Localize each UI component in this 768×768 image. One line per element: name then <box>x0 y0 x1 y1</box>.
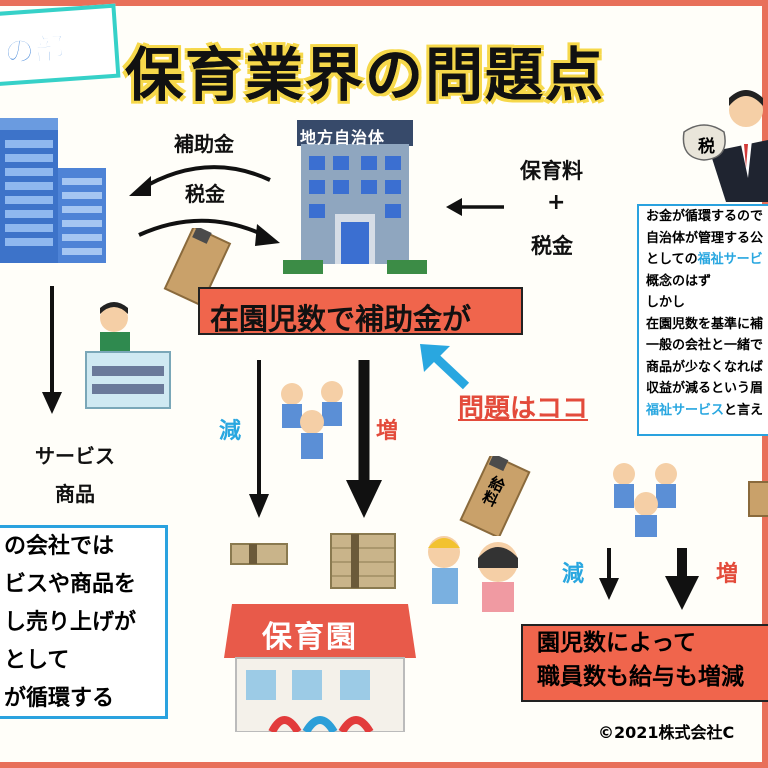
company-explanation-line: ビスや商品を <box>0 566 165 604</box>
large-money-stack-icon <box>327 530 399 592</box>
staff-salary-box: 園児数によって 職員数も給与も増減 <box>521 624 768 702</box>
page-title: 保育業界の問題点 <box>125 28 605 112</box>
right-decrease-label: 減 <box>562 556 584 588</box>
welfare-explanation-line: しかし <box>639 292 768 314</box>
subsidy-highlight-box: 在園児数で補助金が <box>198 287 523 335</box>
copyright-text: ©2021株式会社C <box>598 719 734 743</box>
tax-bag-label: 税 <box>698 132 715 157</box>
problem-label: 問題はココ <box>458 388 588 425</box>
service-line-1: サービス <box>35 440 115 469</box>
center-thin-arrow <box>248 358 270 520</box>
welfare-explanation-line: としての福祉サービ <box>639 249 768 271</box>
staff-salary-line: 職員数も給与も増減 <box>523 660 768 694</box>
tax-arrowhead <box>255 224 280 246</box>
welfare-explanation-line: 収益が減るという眉 <box>639 378 768 400</box>
fee-line-2: + <box>547 190 565 215</box>
right-envelope-icon <box>745 478 768 518</box>
welfare-explanation-box: お金が循環するので自治体が管理する公としての福祉サービ概念のはずしかし在園児数を… <box>637 204 768 436</box>
welfare-keyword: 福祉サービ <box>698 252 763 267</box>
small-money-stack-icon <box>227 540 291 568</box>
subsidy-highlight-text: 在園児数で補助金が <box>210 296 471 338</box>
welfare-explanation-line: 概念のはず <box>639 271 768 293</box>
shopkeeper-icon <box>82 300 174 410</box>
nursery-sign: 保育園 <box>262 612 358 656</box>
welfare-keyword: 福祉サービス <box>646 403 724 418</box>
welfare-explanation-line: 商品が少なくなれば <box>639 357 768 379</box>
fee-line-1: 保育料 <box>520 155 583 185</box>
service-line-2: 商品 <box>55 478 95 507</box>
section-tag-text: の部 <box>3 23 66 71</box>
section-tag: の部 <box>0 4 120 87</box>
company-explanation-line: として <box>0 642 165 680</box>
tired-staff-icon <box>418 528 530 624</box>
right-increase-label: 増 <box>716 556 738 588</box>
company-explanation-line: し売り上げが <box>0 604 165 642</box>
company-explanation-line: が循環する <box>0 680 165 718</box>
welfare-explanation-line: お金が循環するので <box>639 206 768 228</box>
subsidy-arrowhead <box>129 176 151 196</box>
tax-collector-icon <box>680 88 768 202</box>
service-down-arrow <box>40 284 64 419</box>
welfare-explanation-line: 自治体が管理する公 <box>639 228 768 250</box>
company-explanation-line: の会社では <box>0 528 165 566</box>
welfare-explanation-line: 一般の会社と一緒で <box>639 335 768 357</box>
company-explanation-box: の会社では ビスや商品を し売り上げが として が循環する <box>0 525 168 719</box>
fee-line-3: 税金 <box>531 230 573 260</box>
welfare-explanation-line: 福祉サービスと言え <box>639 400 768 422</box>
right-children-group-icon <box>600 456 696 538</box>
company-buildings-icon <box>0 118 108 263</box>
staff-salary-line: 園児数によって <box>523 626 768 660</box>
center-decrease-label: 減 <box>219 413 241 445</box>
fee-arrow <box>444 196 508 218</box>
welfare-explanation-line: 在園児数を基準に補 <box>639 314 768 336</box>
children-group-icon <box>268 372 360 462</box>
government-sign: 地方自治体 <box>300 124 385 148</box>
right-thick-arrow <box>664 546 700 612</box>
right-thin-arrow <box>598 546 620 602</box>
